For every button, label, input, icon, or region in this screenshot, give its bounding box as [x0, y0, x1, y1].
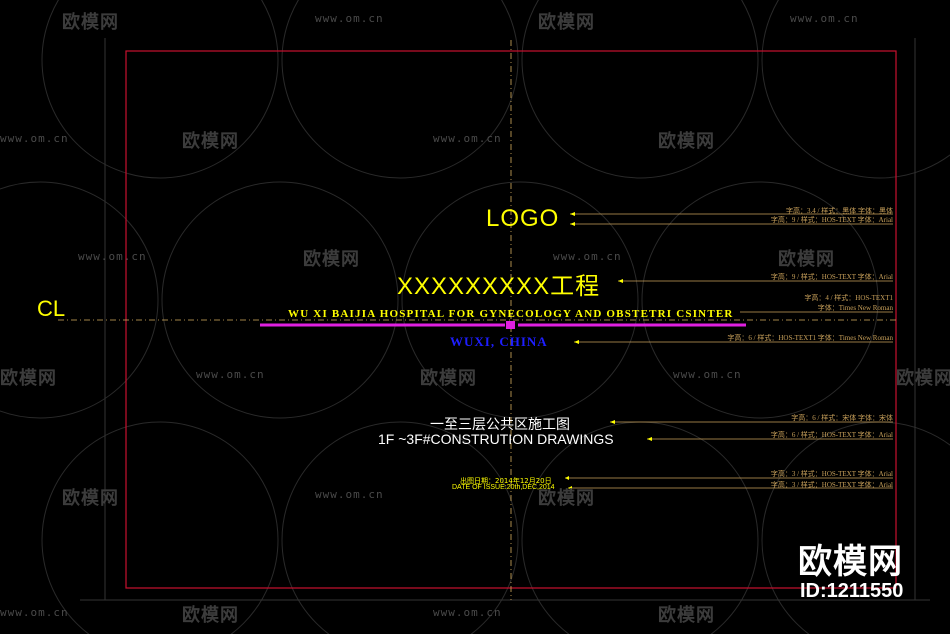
- watermark-url: www.om.cn: [315, 12, 384, 25]
- watermark-url: www.om.cn: [790, 12, 859, 25]
- watermark-brand: 欧模网: [182, 605, 239, 626]
- annotation-note: 字高：3 / 样式：HOS-TEXT 字体：Arial: [770, 470, 893, 478]
- watermark-brand: 欧模网: [538, 488, 595, 509]
- watermark-brand: 欧模网: [0, 368, 57, 389]
- watermark-brand: 欧模网: [658, 605, 715, 626]
- drawing-title-en: 1F ~3F#CONSTRUTION DRAWINGS: [378, 431, 614, 447]
- project-title: XXXXXXXXX工程: [397, 273, 601, 300]
- brand-id: ID:1211550: [800, 580, 904, 602]
- watermark-brand: 欧模网: [778, 249, 835, 270]
- annotation-note: 字高：6 / 样式：HOS-TEXT 字体：Arial: [770, 431, 893, 439]
- annotation-note: 字高：3 / 样式：HOS-TEXT 字体：Arial: [770, 481, 893, 489]
- watermark-url: www.om.cn: [0, 606, 69, 619]
- watermark-brand: 欧模网: [182, 131, 239, 152]
- watermark-url: www.om.cn: [196, 368, 265, 381]
- annotation-note: 字高：9 / 样式：HOS-TEXT 字体：Arial: [770, 273, 893, 281]
- watermark-url: www.om.cn: [315, 488, 384, 501]
- leader-lines: [565, 213, 893, 489]
- annotation-note: 字高：3.4 / 样式：黑体 字体：黑体: [786, 207, 893, 215]
- annotation-note: 字高：6 / 样式：HOS-TEXT1 字体：Times New Roman: [727, 334, 893, 342]
- issue-date-cn: 出图日期：2014年12月20日: [460, 477, 552, 485]
- annotation-note: 字体：Times New Roman: [817, 304, 893, 312]
- centerline-mark: CL: [37, 296, 66, 321]
- watermark-url: www.om.cn: [433, 606, 502, 619]
- annotation-note: 字高：4 / 样式：HOS-TEXT1: [804, 294, 893, 302]
- magenta-bar-center: [506, 321, 515, 329]
- annotation-note: 字高：9 / 样式：HOS-TEXT 字体：Arial: [770, 216, 893, 224]
- watermark-url: www.om.cn: [433, 132, 502, 145]
- watermark-url: www.om.cn: [78, 250, 147, 263]
- brand-logo: 欧模网: [798, 542, 903, 582]
- watermark-brand: 欧模网: [538, 12, 595, 33]
- watermark-url: www.om.cn: [0, 132, 69, 145]
- watermark-url: www.om.cn: [673, 368, 742, 381]
- watermark-brand: 欧模网: [62, 12, 119, 33]
- city-name: WUXI, CHINA: [450, 334, 548, 349]
- watermark-brand: 欧模网: [658, 131, 715, 152]
- hospital-name: WU XI BAIJIA HOSPITAL FOR GYNECOLOGY AND…: [288, 308, 734, 320]
- issue-date-en: DATE OF ISSUE:20th,DEC,2014: [452, 484, 555, 491]
- watermark-brand: 欧模网: [420, 368, 477, 389]
- logo-placeholder: LOGO: [486, 205, 560, 232]
- drawing-title-cn: 一至三层公共区施工图: [430, 417, 570, 433]
- watermark-brand: 欧模网: [62, 488, 119, 509]
- watermark-brand: 欧模网: [896, 368, 950, 389]
- annotation-note: 字高：6 / 样式：宋体 字体：宋体: [791, 414, 893, 422]
- watermark-brand: 欧模网: [303, 249, 360, 270]
- leader-arrows: [565, 212, 652, 490]
- watermark-url: www.om.cn: [553, 250, 622, 263]
